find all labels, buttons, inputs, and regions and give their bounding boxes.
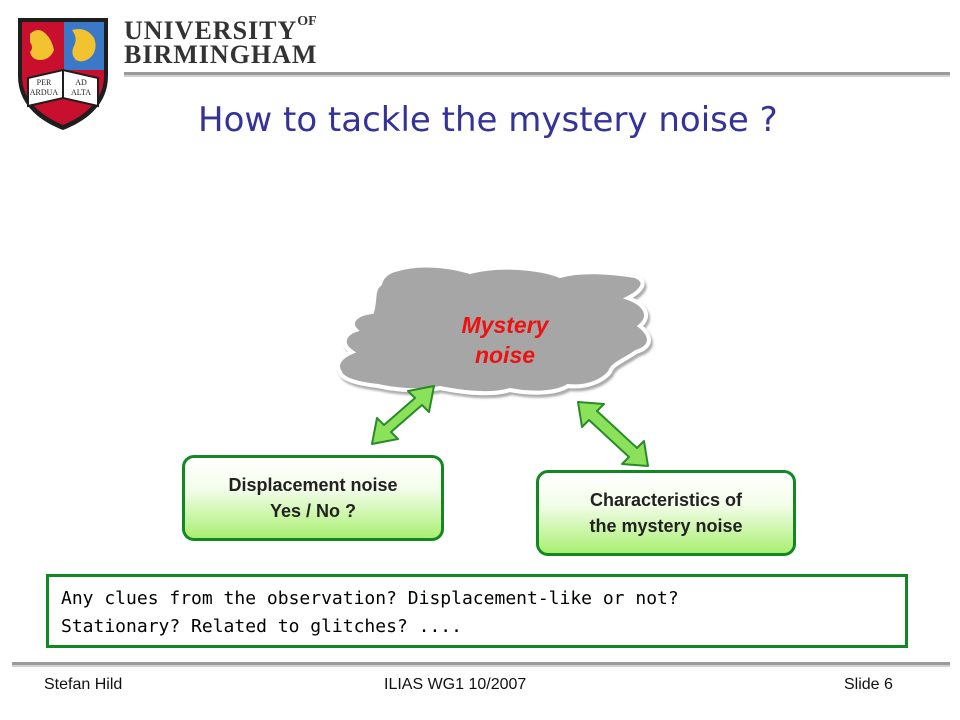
- svg-text:AD: AD: [75, 78, 87, 87]
- footer-slide-number: Slide 6: [844, 676, 893, 693]
- university-name-line1: UNIVERSITYOF: [124, 14, 317, 46]
- svg-text:PER: PER: [37, 78, 52, 87]
- university-word: UNIVERSITY: [124, 16, 298, 45]
- double-headed-arrow-icon: [371, 385, 435, 445]
- header-divider: [124, 72, 950, 75]
- svg-text:ARDUA: ARDUA: [30, 88, 59, 97]
- characteristics-box: Characteristics of the mystery noise: [536, 470, 796, 556]
- svg-text:ALTA: ALTA: [71, 88, 91, 97]
- right-box-line1: Characteristics of: [589, 490, 743, 510]
- displacement-noise-box: Displacement noise Yes / No ?: [182, 455, 444, 541]
- cloud-label-line2: noise: [474, 342, 536, 368]
- university-name-line2: BIRMINGHAM: [124, 40, 318, 69]
- left-box-line2: Yes / No ?: [269, 501, 357, 521]
- slide-title: How to tackle the mystery noise ?: [198, 100, 778, 140]
- footer-divider: [12, 662, 950, 665]
- cloud-label-line1: Mystery: [461, 312, 549, 338]
- university-crest-icon: PER ARDUA AD ALTA: [18, 18, 108, 130]
- right-box-line2: the mystery noise: [589, 516, 743, 536]
- footer-event: ILIAS WG1 10/2007: [384, 676, 527, 693]
- footer-author: Stefan Hild: [44, 676, 123, 693]
- clues-line2: Stationary? Related to glitches? ....: [61, 616, 462, 637]
- double-headed-arrow-icon: [577, 401, 649, 467]
- mystery-noise-label: Mystery noise: [440, 310, 570, 370]
- university-of: OF: [297, 14, 317, 29]
- clues-text-box: Any clues from the observation? Displace…: [46, 574, 908, 648]
- left-box-line1: Displacement noise: [228, 475, 398, 495]
- clues-line1: Any clues from the observation? Displace…: [61, 588, 679, 609]
